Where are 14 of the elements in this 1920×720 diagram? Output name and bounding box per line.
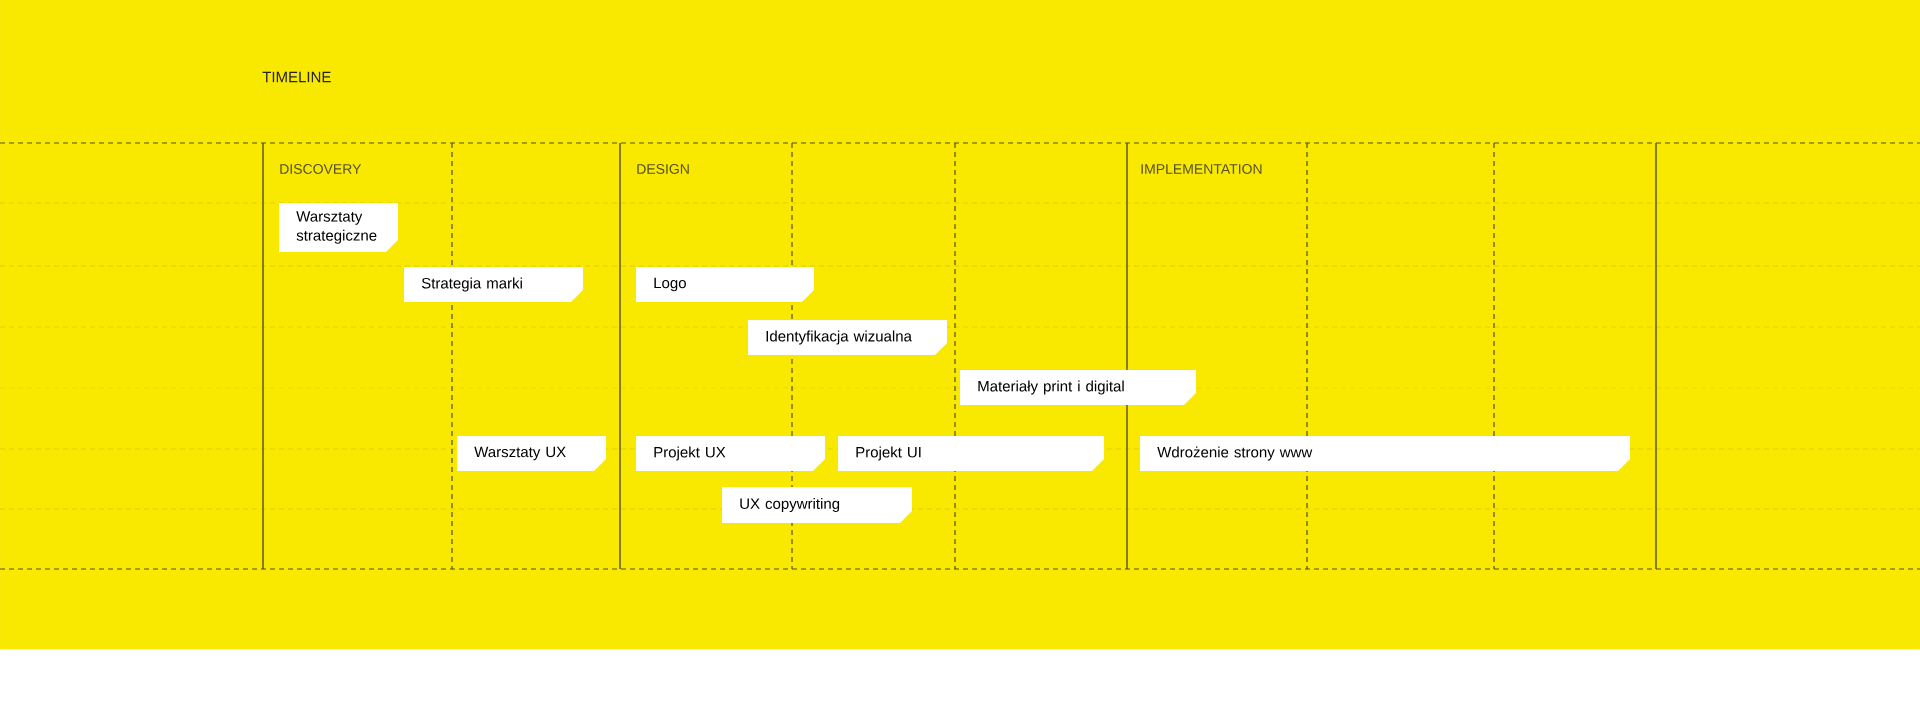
phase-heading: DESIGN xyxy=(637,164,689,174)
phase-heading: IMPLEMENTATION xyxy=(1141,164,1262,174)
task-bar: Projekt UX xyxy=(636,436,825,471)
task-bar: Warsztaty strategiczne xyxy=(279,203,398,252)
task-bar: Warsztaty UX xyxy=(457,436,606,471)
task-bar: Projekt UI xyxy=(838,436,1104,471)
task-bar: Strategia marki xyxy=(404,267,583,302)
task-bar: UX copywriting xyxy=(722,487,912,523)
phase-heading: DISCOVERY xyxy=(280,164,362,174)
task-bar: Materiały print i digital xyxy=(960,370,1196,405)
task-bar: Identyfikacja wizualna xyxy=(748,320,947,355)
title: TIMELINE xyxy=(262,71,331,83)
task-bar: Wdrożenie strony www xyxy=(1140,436,1630,471)
task-bar: Logo xyxy=(636,267,814,302)
